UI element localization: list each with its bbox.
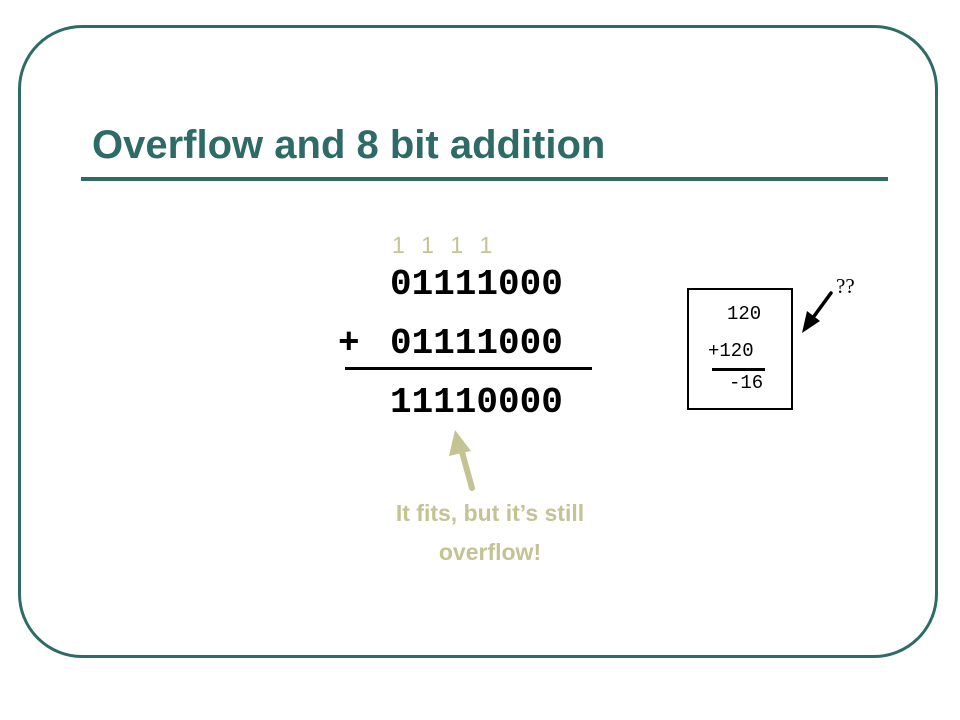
decimal-sum-line — [712, 368, 765, 371]
question-marks: ?? — [836, 274, 855, 298]
slide-title: Overflow and 8 bit addition — [92, 123, 606, 167]
carry-row: 1 1 1 1 — [392, 232, 498, 258]
title-underline — [81, 177, 888, 181]
binary-addend-1: 01111000 — [390, 264, 563, 305]
overflow-note: It fits, but it’s still overflow! — [330, 494, 650, 572]
decimal-result: -16 — [729, 372, 764, 394]
sum-line — [345, 367, 592, 370]
binary-sum: 11110000 — [390, 382, 563, 423]
overflow-note-line-2: overflow! — [438, 539, 542, 565]
binary-addend-2: 01111000 — [390, 323, 563, 364]
slide-frame — [18, 25, 938, 658]
decimal-box — [687, 288, 793, 410]
decimal-addend-2: +120 — [708, 340, 754, 362]
decimal-addend-1: 120 — [727, 303, 762, 325]
plus-operator: + — [338, 323, 360, 364]
overflow-note-line-1: It fits, but it’s still — [395, 500, 585, 526]
